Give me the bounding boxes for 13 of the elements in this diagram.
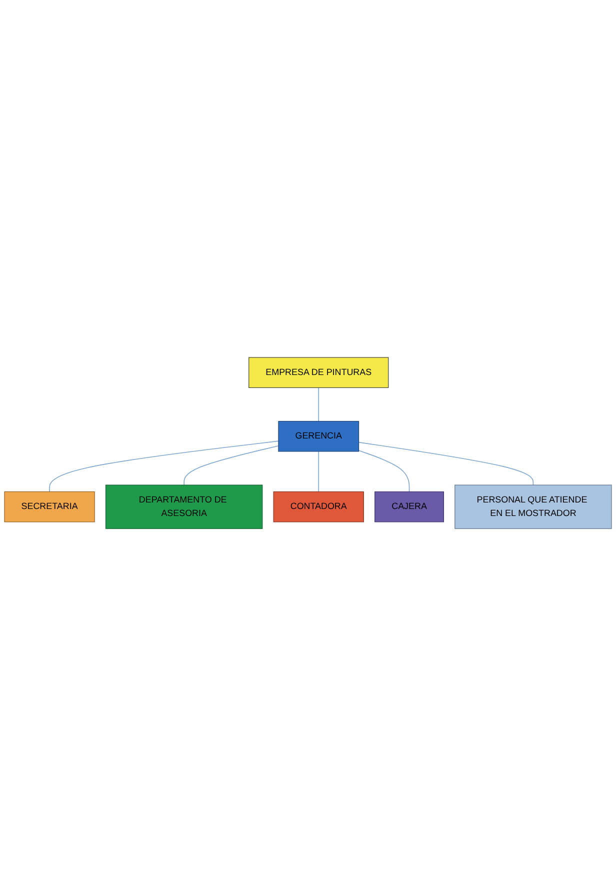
node-box: DEPARTAMENTO DE ASESORIA [105,485,263,530]
node-box: CAJERA [374,492,444,523]
connector [318,451,320,493]
connector [184,446,279,486]
node-box: GERENCIA [278,421,360,452]
node-box: EMPRESA DE PINTURAS [248,358,389,388]
connector [358,442,534,486]
node-box: SECRETARIA [4,492,95,523]
connector [358,450,410,493]
connector [318,388,320,422]
node-box: CONTADORA [273,492,364,523]
connector [49,441,279,493]
node-box: PERSONAL QUE ATIENDE EN EL MOSTRADOR [454,485,612,530]
